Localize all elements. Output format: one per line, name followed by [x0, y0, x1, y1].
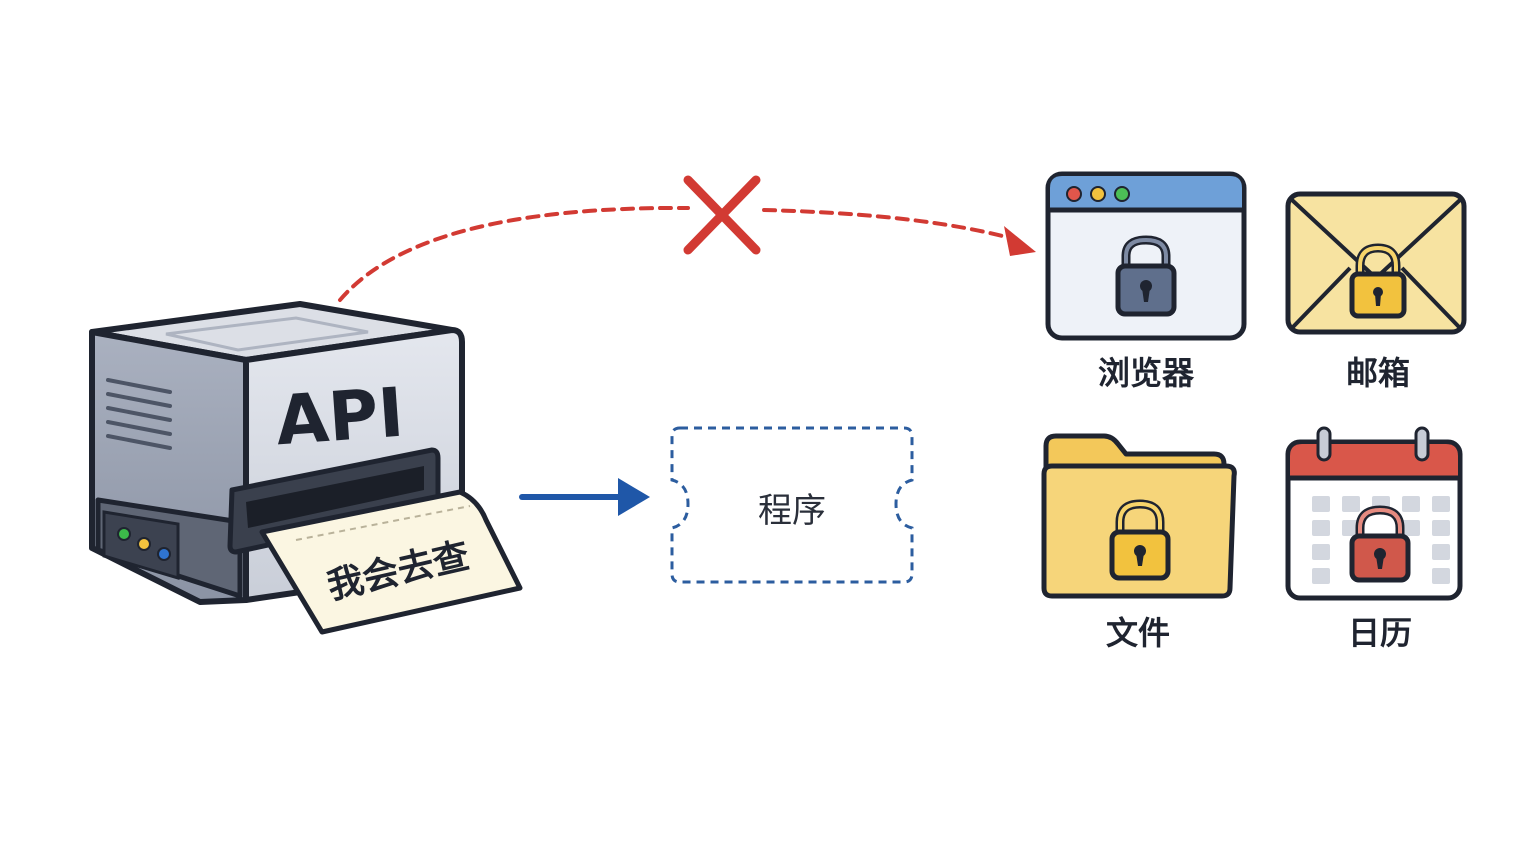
mail-label: 邮箱 [1346, 354, 1410, 392]
envelope-lock-icon [1285, 191, 1467, 335]
browser-label: 浏览器 [1098, 354, 1195, 392]
calendar-label: 日历 [1348, 614, 1412, 652]
api-label: API [273, 374, 406, 462]
blocked-path [338, 175, 1036, 302]
status-light-yellow-icon [137, 537, 151, 551]
lock-icon [1349, 505, 1411, 583]
status-lights [117, 527, 171, 561]
ticket: 我会去查 [259, 489, 523, 635]
files-label: 文件 [1106, 614, 1170, 652]
calendar-lock-icon [1285, 426, 1463, 601]
folder-lock-icon [1041, 433, 1237, 599]
program-box: 程序 [670, 426, 914, 584]
cross-icon [683, 175, 761, 255]
vent-slats [106, 378, 172, 450]
arrow-right-icon [519, 478, 650, 516]
lock-icon [1109, 499, 1171, 581]
status-light-blue-icon [157, 547, 171, 561]
status-light-green-icon [117, 527, 131, 541]
blocked-path-arrowhead-icon [1004, 226, 1036, 256]
lock-icon [1115, 235, 1177, 317]
lock-icon [1349, 243, 1407, 319]
program-label: 程序 [758, 491, 826, 531]
browser-window-lock-icon [1045, 171, 1247, 341]
